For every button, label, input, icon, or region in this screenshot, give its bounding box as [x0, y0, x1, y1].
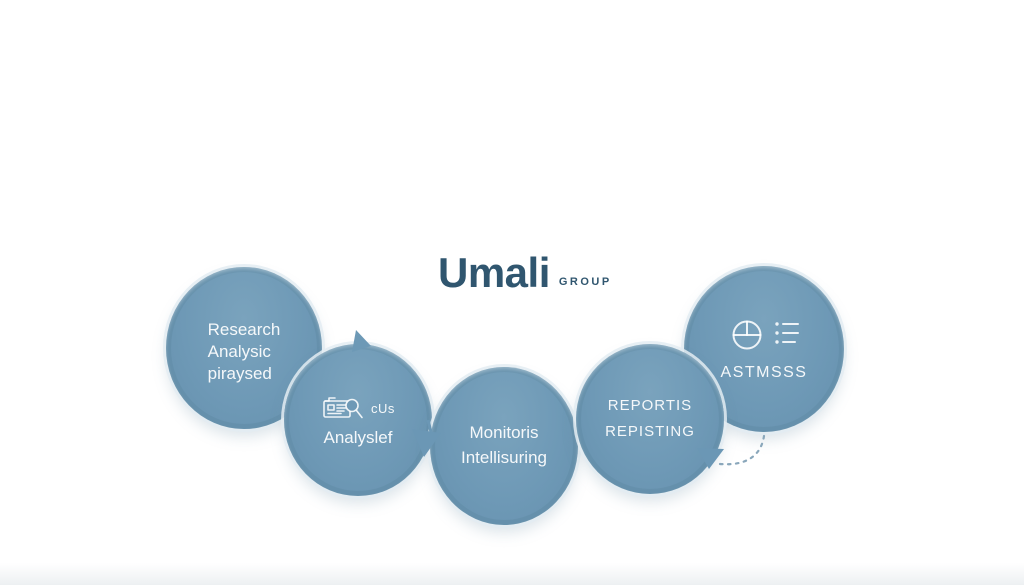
- icon-row: [729, 316, 800, 352]
- step-label: Monitoris Intellisuring: [461, 421, 547, 470]
- step-circle-monitoring: Monitoris Intellisuring: [430, 367, 578, 525]
- step-line: REPORTIS: [607, 396, 693, 414]
- step-line: Intellisuring: [461, 448, 547, 467]
- pie-chart-icon: [732, 320, 761, 350]
- brand-name: Umali: [438, 249, 550, 296]
- dashed-connector: [718, 434, 766, 466]
- step-circle-reporting: REPORTIS REPISTING: [576, 344, 724, 494]
- step-line: Research: [207, 319, 281, 339]
- step-circle-research: Research Analysic piraysed: [166, 267, 322, 429]
- step-label: Research Analysic piraysed: [208, 311, 281, 385]
- step-line: Analyslef: [323, 428, 393, 447]
- document-search-icon: [323, 397, 363, 419]
- step-label: REPORTIS REPISTING: [605, 393, 695, 446]
- brand-suffix: GROUP: [558, 276, 612, 288]
- step-line: piraysed: [207, 364, 272, 384]
- step-line: Analysic: [207, 341, 271, 361]
- step-line: ASTMSSS: [720, 364, 808, 381]
- step-line: REPISTING: [605, 423, 695, 440]
- icon-row: cUs: [321, 392, 395, 424]
- page-title: Umali GROUP: [438, 252, 612, 294]
- step-circle-analysis: cUs Analyslef: [284, 344, 432, 496]
- icon-caption: cUs: [371, 400, 395, 416]
- step-line: Monitoris: [469, 423, 539, 443]
- bottom-shade: [0, 563, 1024, 585]
- list-icon: [774, 322, 799, 344]
